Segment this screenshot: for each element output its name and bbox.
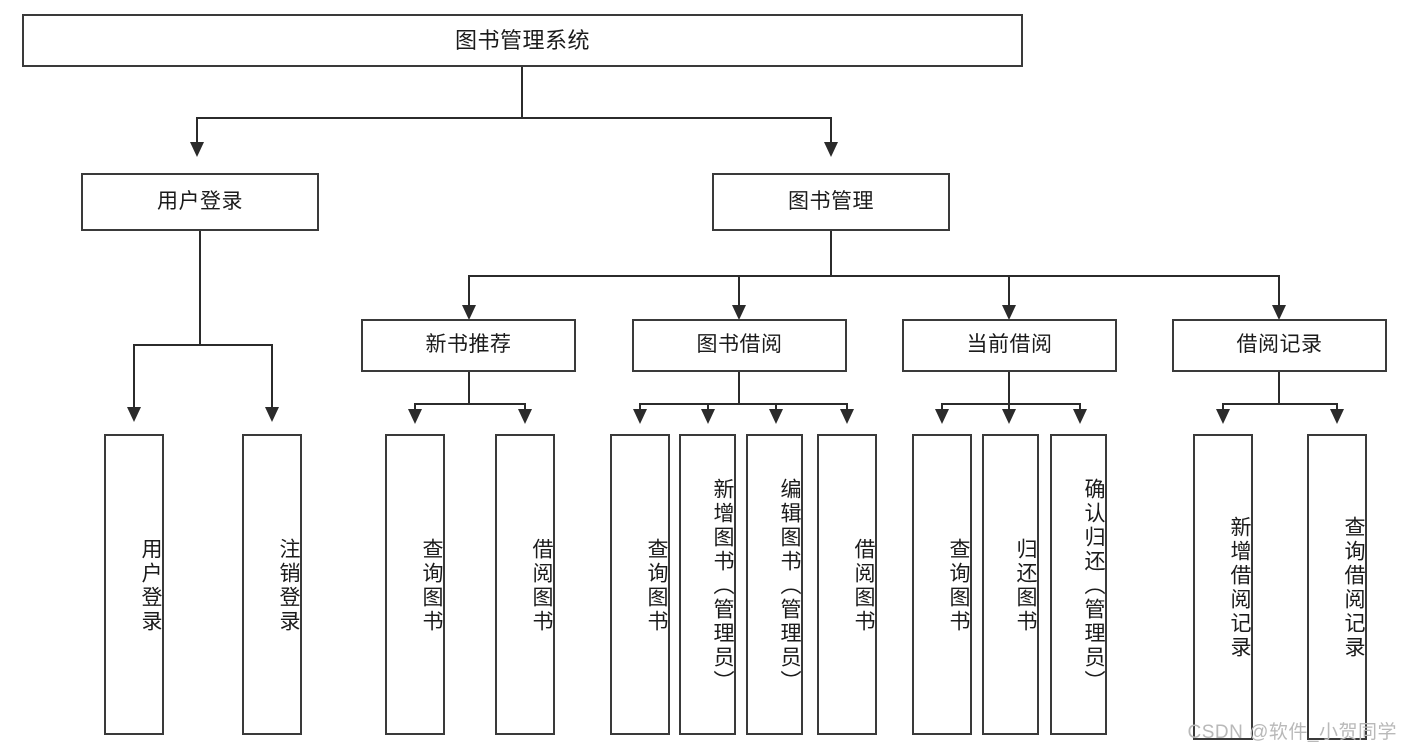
connector-borrow-to-leaf4 xyxy=(846,403,848,411)
connector-newbook-to-leaf2 xyxy=(524,403,526,411)
arrowhead-books-borrow xyxy=(732,305,746,320)
connector-login-to-leaf1 xyxy=(133,344,135,409)
connector-books-to-current xyxy=(1008,275,1010,307)
leaf-newbook-borrow-book[interactable]: 借阅图书 xyxy=(495,434,555,735)
arrowhead-borrow-leaf3 xyxy=(769,409,783,424)
node-new-book-recommend[interactable]: 新书推荐 xyxy=(361,319,576,372)
connector-login-bus xyxy=(133,344,273,346)
arrowhead-current-leaf1 xyxy=(935,409,949,424)
connector-books-to-borrow xyxy=(738,275,740,307)
arrowhead-newbook-leaf1 xyxy=(408,409,422,424)
connector-current-to-leaf3 xyxy=(1079,403,1081,411)
connector-root-to-books xyxy=(830,117,832,144)
leaf-current-query-book[interactable]: 查询图书 xyxy=(912,434,972,735)
connector-borrow-to-leaf3 xyxy=(775,403,777,411)
connector-newbook-bus xyxy=(414,403,526,405)
arrowhead-borrow-leaf4 xyxy=(840,409,854,424)
connector-borrow-to-leaf1 xyxy=(639,403,641,411)
arrowhead-current-leaf2 xyxy=(1002,409,1016,424)
connector-login-stem xyxy=(199,231,201,345)
connector-current-bus xyxy=(941,403,1081,405)
arrowhead-root-to-books xyxy=(824,142,838,157)
connector-root-stem xyxy=(521,67,523,118)
connector-record-stem xyxy=(1278,372,1280,404)
arrowhead-books-new xyxy=(462,305,476,320)
node-borrow-record[interactable]: 借阅记录 xyxy=(1172,319,1387,372)
arrowhead-borrow-leaf1 xyxy=(633,409,647,424)
connector-current-stem xyxy=(1008,372,1010,404)
arrowhead-login-leaf2 xyxy=(265,407,279,422)
connector-login-to-leaf2 xyxy=(271,344,273,409)
leaf-borrow-add-book-admin[interactable]: 新增图书（管理员） xyxy=(679,434,736,735)
connector-newbook-to-leaf1 xyxy=(414,403,416,411)
leaf-record-query-record[interactable]: 查询借阅记录 xyxy=(1307,434,1367,740)
leaf-borrow-query-book[interactable]: 查询图书 xyxy=(610,434,670,735)
connector-books-to-new xyxy=(468,275,470,307)
arrowhead-current-leaf3 xyxy=(1073,409,1087,424)
connector-record-bus xyxy=(1222,403,1338,405)
leaf-borrow-borrow-book[interactable]: 借阅图书 xyxy=(817,434,877,735)
node-book-management[interactable]: 图书管理 xyxy=(712,173,950,231)
arrowhead-borrow-leaf2 xyxy=(701,409,715,424)
connector-books-to-record xyxy=(1278,275,1280,307)
leaf-borrow-edit-book-admin[interactable]: 编辑图书（管理员） xyxy=(746,434,803,735)
node-current-borrow[interactable]: 当前借阅 xyxy=(902,319,1117,372)
arrowhead-books-record xyxy=(1272,305,1286,320)
node-book-borrow[interactable]: 图书借阅 xyxy=(632,319,847,372)
connector-borrow-stem xyxy=(738,372,740,404)
connector-record-to-leaf1 xyxy=(1222,403,1224,411)
leaf-user-login[interactable]: 用户登录 xyxy=(104,434,164,735)
connector-root-bus xyxy=(196,117,832,119)
arrowhead-record-leaf2 xyxy=(1330,409,1344,424)
connector-current-to-leaf1 xyxy=(941,403,943,411)
connector-newbook-stem xyxy=(468,372,470,404)
node-root-system[interactable]: 图书管理系统 xyxy=(22,14,1023,67)
connector-books-stem xyxy=(830,231,832,276)
leaf-newbook-query-book[interactable]: 查询图书 xyxy=(385,434,445,735)
connector-record-to-leaf2 xyxy=(1336,403,1338,411)
leaf-record-add-record[interactable]: 新增借阅记录 xyxy=(1193,434,1253,740)
connector-books-bus xyxy=(468,275,1279,277)
leaf-logout[interactable]: 注销登录 xyxy=(242,434,302,735)
arrowhead-newbook-leaf2 xyxy=(518,409,532,424)
leaf-current-confirm-return-admin[interactable]: 确认归还（管理员） xyxy=(1050,434,1107,735)
arrowhead-record-leaf1 xyxy=(1216,409,1230,424)
arrowhead-login-leaf1 xyxy=(127,407,141,422)
connector-borrow-to-leaf2 xyxy=(707,403,709,411)
connector-current-to-leaf2 xyxy=(1008,403,1010,411)
arrowhead-root-to-login xyxy=(190,142,204,157)
leaf-current-return-book[interactable]: 归还图书 xyxy=(982,434,1039,735)
connector-root-to-login xyxy=(196,117,198,144)
arrowhead-books-current xyxy=(1002,305,1016,320)
node-user-login[interactable]: 用户登录 xyxy=(81,173,319,231)
connector-borrow-bus xyxy=(639,403,848,405)
